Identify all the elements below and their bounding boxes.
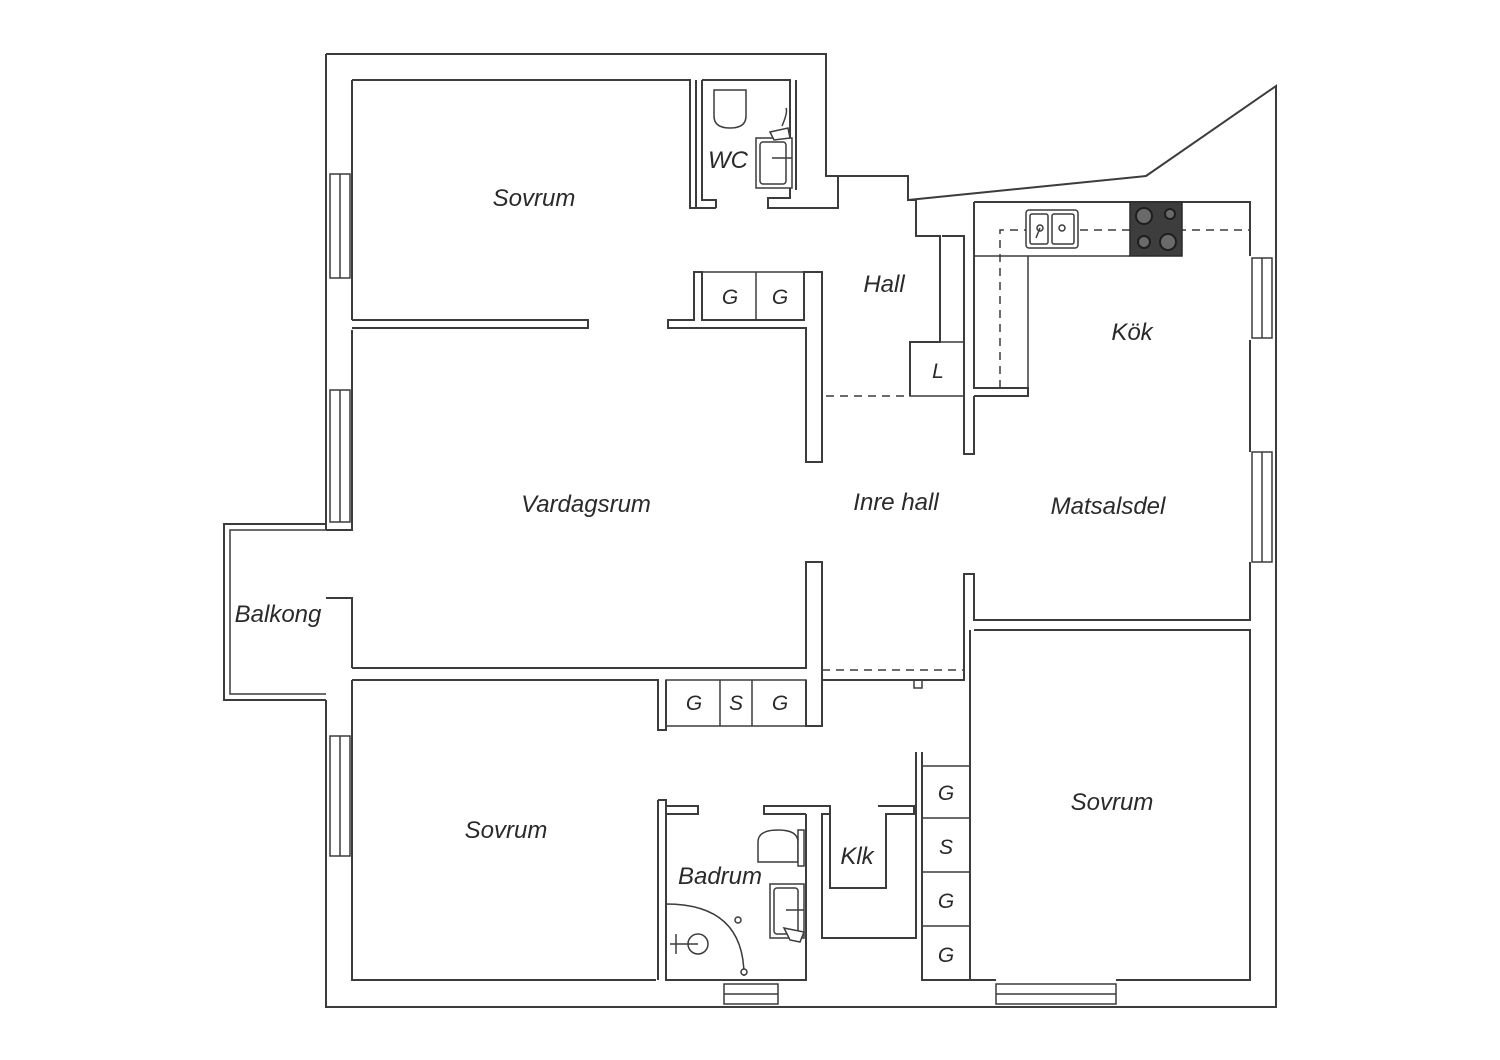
room-label-sovrum-bottom-right: Sovrum (1071, 789, 1154, 816)
storage-label-hall-g1: G (722, 286, 738, 309)
living-bottom-walls (352, 561, 964, 731)
storage-label-right-g2: G (938, 890, 954, 913)
room-label-sovrum-top: Sovrum (493, 185, 576, 212)
room-label-matsalsdel: Matsalsdel (1051, 493, 1166, 520)
bedroom-living-divider (352, 271, 823, 463)
windows-right (1251, 257, 1273, 563)
storage-label-mid-s: S (729, 692, 743, 715)
wc-toilet (713, 89, 747, 129)
room-label-vardagsrum: Vardagsrum (521, 491, 651, 518)
bathroom-walls (657, 799, 807, 981)
stove-icon (1129, 201, 1183, 257)
bath-toilet (757, 829, 805, 867)
wc-sink (755, 107, 793, 189)
storage-label-right-s: S (939, 836, 953, 859)
storage-label-mid-g1: G (686, 692, 702, 715)
windows-left (329, 173, 351, 857)
storage-label-right-g3: G (938, 944, 954, 967)
room-label-kok: Kök (1111, 319, 1154, 346)
kitchen-sink (1025, 209, 1079, 249)
balcony-outline (223, 520, 353, 701)
wc-walls (695, 79, 839, 209)
right-bedroom-walls (763, 629, 1251, 981)
room-label-balkong: Balkong (235, 601, 322, 628)
hall-walls (826, 176, 975, 455)
storage-label-mid-g2: G (772, 692, 788, 715)
room-label-klk: Klk (840, 843, 875, 870)
room-label-hall: Hall (863, 271, 905, 298)
room-label-wc: WC (708, 147, 749, 174)
storage-label-hall-g2: G (772, 286, 788, 309)
bath-sink (769, 883, 806, 943)
room-label-inre-hall: Inre hall (853, 489, 939, 516)
room-label-badrum: Badrum (678, 863, 762, 890)
shower-icon (665, 903, 748, 977)
room-label-sovrum-bottom-left: Sovrum (465, 817, 548, 844)
windows-bottom (723, 983, 1117, 1005)
storage-label-right-g1: G (938, 782, 954, 805)
storage-label-linen: L (932, 360, 944, 383)
